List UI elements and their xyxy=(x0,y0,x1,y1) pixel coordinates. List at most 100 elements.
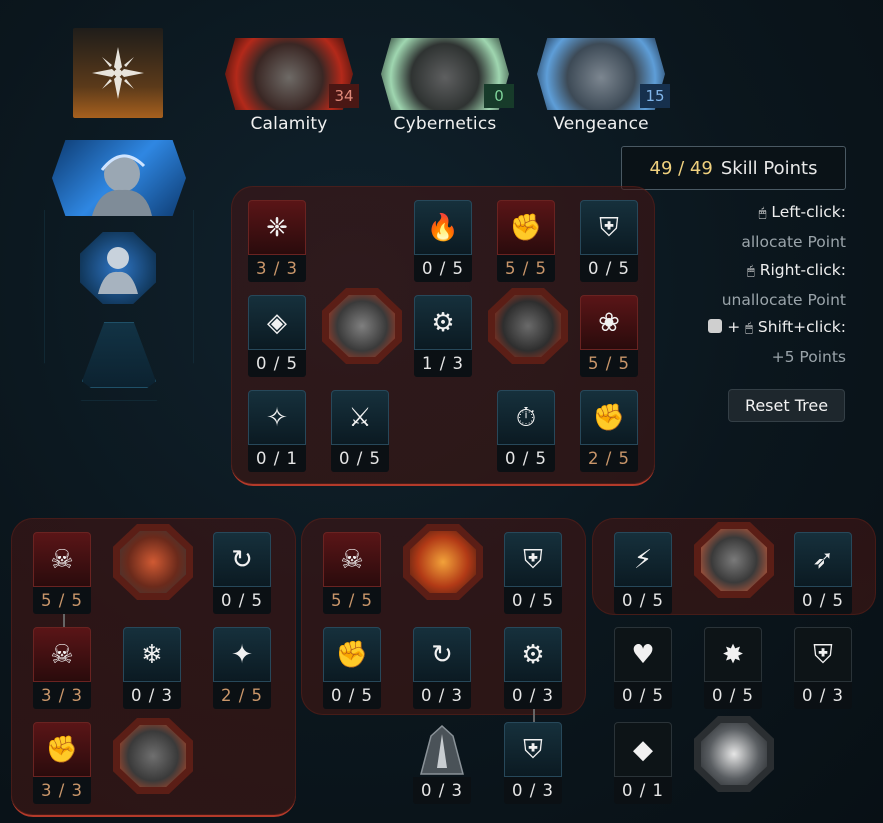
skull-icon: ☠ xyxy=(340,544,364,575)
skill-node[interactable]: ⛨ 0 / 3 xyxy=(794,627,852,709)
skill-node[interactable]: ➶ 0 / 5 xyxy=(794,532,852,614)
fist-impact-icon: ✊ xyxy=(509,212,543,243)
skill-node[interactable]: ☠ 5 / 5 xyxy=(323,532,381,614)
plus-sign: + xyxy=(727,318,741,336)
skill-node[interactable]: 0 / 3 xyxy=(413,722,471,804)
broken-heart-fist-icon: ♥ xyxy=(631,639,655,670)
clock-flame-icon: ⏱ xyxy=(515,402,537,433)
skill-node[interactable]: ☠ 3 / 3 xyxy=(33,627,91,709)
ultimate-skill-blast[interactable] xyxy=(694,522,774,598)
skill-node[interactable]: ❈ 3 / 3 xyxy=(248,200,306,282)
rocket-icon: ➶ xyxy=(812,544,834,575)
spec-banner-portrait[interactable] xyxy=(52,140,186,216)
fiery-warrior-icon xyxy=(329,295,395,357)
skill-node[interactable]: ↻ 0 / 3 xyxy=(413,627,471,709)
skill-point-count: 0 / 3 xyxy=(413,682,471,709)
skill-node[interactable]: ⚙ 1 / 3 xyxy=(414,295,472,377)
shield-gear-icon: ⚙ xyxy=(521,639,545,670)
ultimate-skill-reaper[interactable] xyxy=(113,718,193,794)
skill-point-count: 0 / 5 xyxy=(497,445,555,472)
mouse-icon: 🖱 xyxy=(746,264,755,279)
skill-node[interactable]: ⛨ 0 / 3 xyxy=(504,722,562,804)
skill-node[interactable]: ♥ 0 / 5 xyxy=(614,627,672,709)
skill-point-count: 2 / 5 xyxy=(580,445,638,472)
compass-star-icon xyxy=(92,47,144,99)
skill-node[interactable]: ❄ 0 / 3 xyxy=(123,627,181,709)
crossed-fist-icon: ✊ xyxy=(45,734,79,765)
spec-column-frame xyxy=(44,210,194,401)
help-right-click: 🖱 Right-click: xyxy=(747,261,846,279)
help-key: Shift+click: xyxy=(757,318,846,336)
skill-node[interactable]: ✧ 0 / 1 xyxy=(248,390,306,472)
skill-node[interactable]: ✊ 0 / 5 xyxy=(323,627,381,709)
ultimate-skill-burst[interactable] xyxy=(403,524,483,600)
ultimate-skill-calamity[interactable] xyxy=(322,288,402,364)
skill-point-count: 3 / 3 xyxy=(248,255,306,282)
trait-name: Calamity xyxy=(250,114,328,134)
skill-points-value: 49 / 49 xyxy=(649,157,713,179)
skill-node[interactable]: ⏱ 0 / 5 xyxy=(497,390,555,472)
skill-point-count: 0 / 5 xyxy=(614,682,672,709)
help-shift-click: + 🖱 Shift+click: xyxy=(708,318,846,336)
winged-crest-icon: ❈ xyxy=(266,212,288,243)
shield-rocket-icon: ⛨ xyxy=(813,639,833,670)
flame-icon: 🔥 xyxy=(426,212,460,243)
skill-node[interactable]: ✊ 2 / 5 xyxy=(580,390,638,472)
ultimate-skill-cyber[interactable] xyxy=(488,288,568,364)
skill-node[interactable]: ◆ 0 / 1 xyxy=(614,722,672,804)
skill-point-count: 0 / 5 xyxy=(580,255,638,282)
spark-burst-icon: ✸ xyxy=(722,639,744,670)
fist-shield-icon: ✊ xyxy=(592,402,626,433)
warrior-portrait-icon xyxy=(98,247,138,294)
cycle-fist-icon: ↻ xyxy=(431,639,453,670)
mouse-icon: 🖱 xyxy=(758,206,767,221)
skill-node[interactable]: ⚡ 0 / 5 xyxy=(614,532,672,614)
locked-warrior-icon xyxy=(701,723,767,785)
skill-node[interactable]: ✸ 0 / 5 xyxy=(704,627,762,709)
skill-point-count: 0 / 5 xyxy=(794,587,852,614)
skill-node[interactable]: ◈ 0 / 5 xyxy=(248,295,306,377)
crest-shield-icon: ⛨ xyxy=(523,734,543,765)
trait-tab-vengeance[interactable]: Vengeance xyxy=(536,38,666,138)
skill-node[interactable]: ✊ 5 / 5 xyxy=(497,200,555,282)
spec-node-portrait[interactable] xyxy=(80,232,156,304)
skill-point-count: 0 / 3 xyxy=(504,777,562,804)
skill-point-count: 0 / 5 xyxy=(323,682,381,709)
skill-node[interactable]: ❀ 5 / 5 xyxy=(580,295,638,377)
lightning-slash-icon: ⚡ xyxy=(633,544,653,575)
help-desc: allocate Point xyxy=(741,233,846,251)
skill-points-label: Skill Points xyxy=(720,157,818,179)
skill-point-count: 0 / 1 xyxy=(614,777,672,804)
scythe-warrior-icon xyxy=(120,725,186,787)
reset-tree-button[interactable]: Reset Tree xyxy=(728,389,845,422)
skill-node[interactable]: ↻ 0 / 5 xyxy=(213,532,271,614)
skill-point-count: 0 / 5 xyxy=(331,445,389,472)
skill-point-count: 0 / 3 xyxy=(413,777,471,804)
skill-node[interactable]: ☠ 5 / 5 xyxy=(33,532,91,614)
horned-demon-icon: ☠ xyxy=(50,639,74,670)
hero-portrait-icon xyxy=(92,154,152,216)
ultimate-skill-locked[interactable] xyxy=(694,716,774,792)
help-left-click: 🖱 Left-click: xyxy=(759,203,846,221)
ultimate-skill-slash[interactable] xyxy=(113,524,193,600)
skill-node[interactable]: ⛨ 0 / 5 xyxy=(504,532,562,614)
skill-point-count: 0 / 5 xyxy=(414,255,472,282)
trait-name: Cybernetics xyxy=(393,114,497,134)
skill-node[interactable]: ✦ 2 / 5 xyxy=(213,627,271,709)
skill-node[interactable]: ✊ 3 / 3 xyxy=(33,722,91,804)
diamond-rune-icon: ◈ xyxy=(267,307,287,338)
skill-point-count: 5 / 5 xyxy=(497,255,555,282)
skill-node[interactable]: ⚙ 0 / 3 xyxy=(504,627,562,709)
help-desc: +5 Points xyxy=(771,348,846,366)
blade-slash-icon xyxy=(120,531,186,593)
fist-crest-icon: ✊ xyxy=(335,639,369,670)
skill-point-count: 2 / 5 xyxy=(213,682,271,709)
shift-key-icon xyxy=(708,319,723,333)
skill-point-count: 0 / 5 xyxy=(614,587,672,614)
skill-node[interactable]: ⛨ 0 / 5 xyxy=(580,200,638,282)
skill-node[interactable]: 🔥 0 / 5 xyxy=(414,200,472,282)
skill-point-count: 0 / 5 xyxy=(504,587,562,614)
skill-node[interactable]: ⚔ 0 / 5 xyxy=(331,390,389,472)
shattered-crest-icon: ✦ xyxy=(231,639,253,670)
halo-star-icon: ✧ xyxy=(266,402,288,433)
